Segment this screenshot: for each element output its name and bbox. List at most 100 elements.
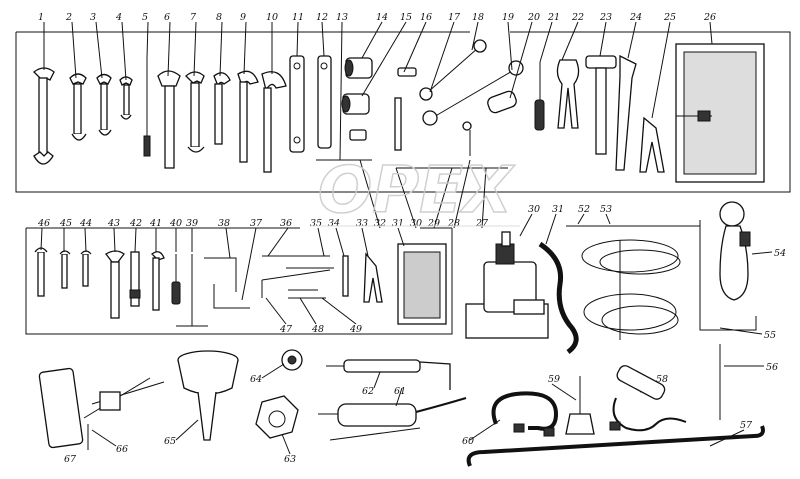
watermark-text: OPEX (318, 154, 515, 228)
lamp-54 (719, 201, 751, 301)
label-29: 29 (427, 218, 440, 229)
bars-47-49 (261, 267, 334, 299)
label-41: 41 (149, 218, 162, 229)
label-16: 16 (420, 12, 432, 23)
label-30: 30 (410, 218, 422, 229)
label-38: 38 (218, 218, 230, 229)
box-spanner-12 (317, 55, 332, 149)
label-11: 11 (292, 12, 304, 23)
bottom-callout-labels: 64 62 61 65 63 66 67 (64, 374, 406, 465)
label-21: 21 (547, 12, 560, 23)
label-40: 40 (169, 218, 182, 229)
socket-wrench-42 (129, 251, 141, 307)
label-18: 18 (472, 12, 484, 23)
label-57: 57 (740, 420, 753, 431)
ring-wrench-20 (487, 90, 517, 114)
adjustable-wrench-6 (157, 70, 181, 169)
label-45: 45 (59, 218, 72, 229)
tool-bag-26 (675, 43, 765, 183)
label-28: 28 (447, 218, 460, 229)
label-17: 17 (448, 12, 461, 23)
grease-gun-62 (326, 359, 451, 390)
label-64: 64 (250, 374, 262, 385)
label-58: 58 (656, 374, 668, 385)
hook-spanner-8 (213, 72, 231, 145)
pliers-22 (556, 59, 580, 129)
label-1: 1 (38, 12, 44, 23)
spanner-43 (105, 250, 125, 319)
top-tool-panel (15, 31, 791, 193)
label-5: 5 (142, 12, 148, 23)
bar-34 (342, 255, 349, 297)
jack-30 (465, 231, 549, 339)
label-23: 23 (599, 12, 612, 23)
label-24: 24 (629, 12, 642, 23)
label-36: 36 (280, 218, 292, 229)
label-44: 44 (79, 218, 92, 229)
crank-55 (699, 220, 757, 331)
label-12: 12 (316, 12, 328, 23)
l-wrench-38 (204, 257, 237, 292)
label-31b: 31 (552, 204, 564, 215)
label-31: 31 (392, 218, 404, 229)
screwdriver-5 (143, 58, 151, 157)
bottom-leader-lines (91, 363, 403, 455)
label-62: 62 (362, 386, 374, 397)
label-2: 2 (65, 12, 72, 23)
label-37: 37 (250, 218, 263, 229)
wrench-4 (119, 76, 133, 120)
hook-spanner-9 (237, 70, 259, 163)
t-wrench-39 (176, 254, 208, 327)
label-65: 65 (164, 436, 176, 447)
label-20: 20 (527, 12, 540, 23)
middle-tool-panel (25, 227, 453, 335)
label-60: 60 (462, 436, 474, 447)
socket-16 (349, 67, 417, 141)
right-callout-labels: 30 31 52 53 54 55 56 57 58 59 60 (462, 204, 786, 447)
screwdriver-40 (171, 254, 181, 305)
label-19: 19 (502, 12, 514, 23)
cap-64 (281, 349, 303, 371)
label-61: 61 (394, 386, 406, 397)
label-34: 34 (328, 218, 340, 229)
wrench-1 (33, 67, 55, 165)
tire-iron-57 (466, 425, 765, 467)
wrench-44 (80, 250, 92, 287)
wrench-7 (185, 71, 205, 153)
label-7: 7 (190, 12, 197, 23)
label-4: 4 (115, 12, 122, 23)
label-46: 46 (37, 218, 50, 229)
ring-spanner-17 (419, 39, 487, 101)
hammer-23 (585, 55, 617, 155)
label-56: 56 (766, 362, 778, 373)
label-42: 42 (129, 218, 142, 229)
label-47: 47 (279, 324, 293, 335)
label-13: 13 (336, 12, 348, 23)
label-3: 3 (90, 12, 96, 23)
label-6: 6 (164, 12, 170, 23)
label-30b: 30 (528, 204, 540, 215)
top-leader-lines (43, 21, 713, 161)
label-15: 15 (400, 12, 412, 23)
bar-13 (394, 97, 402, 151)
pliers-25 (639, 116, 665, 173)
label-33: 33 (356, 218, 368, 229)
socket-14 (344, 57, 373, 79)
label-54: 54 (774, 248, 786, 259)
label-26: 26 (703, 12, 716, 23)
label-59: 59 (548, 374, 560, 385)
label-8: 8 (216, 12, 222, 23)
label-9: 9 (240, 12, 246, 23)
socket-15 (341, 93, 370, 115)
label-22: 22 (571, 12, 584, 23)
label-14: 14 (376, 12, 388, 23)
wrench-46 (34, 247, 48, 297)
wrench-2 (69, 73, 87, 141)
label-43: 43 (107, 218, 120, 229)
label-66: 66 (116, 444, 128, 455)
label-63: 63 (284, 454, 296, 465)
middle-leader-lines (40, 159, 487, 325)
socket-63 (255, 395, 299, 439)
wrench-3 (96, 73, 112, 136)
